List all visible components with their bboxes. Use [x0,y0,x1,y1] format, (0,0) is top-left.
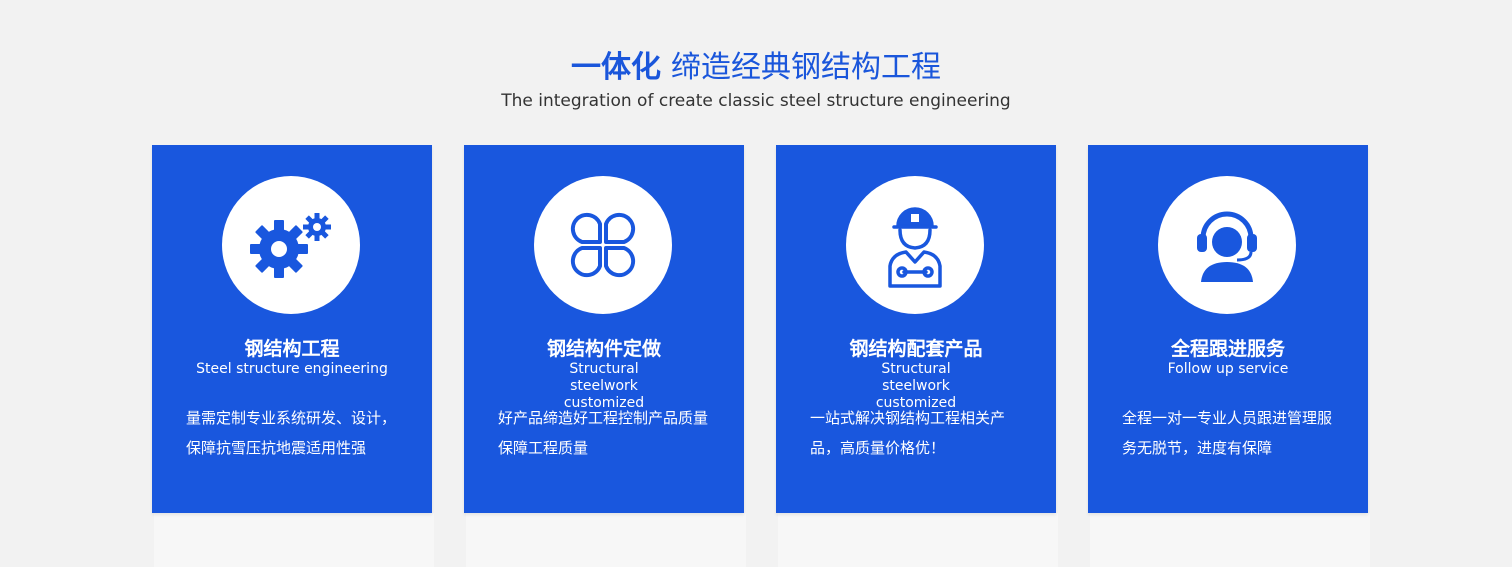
headset-person-icon [1197,211,1257,282]
card-footer-shadow [154,513,434,567]
card-body[interactable]: 钢结构工程 Steel structure engineering 量需定制专业… [152,145,432,513]
card-footer-shadow [1090,513,1370,567]
card-description: 量需定制专业系统研发、设计，保障抗雪压抗地震适用性强 [186,409,397,457]
card-title: 钢结构工程 [244,338,340,360]
section-title-strong: 一体化 [571,50,661,85]
card-subtitle: Structural steelwork customized [875,361,957,411]
card-subtitle: Structural steelwork customized [563,361,645,411]
icon-circle [846,176,984,314]
section-title: 一体化缔造经典钢结构工程 [0,48,1512,88]
gears-icon [250,213,331,278]
section-title-rest: 缔造经典钢结构工程 [671,50,941,85]
card-title: 全程跟进服务 [1170,338,1285,360]
service-card-steel-engineering[interactable]: 钢结构工程 Steel structure engineering 量需定制专业… [152,145,434,567]
card-body[interactable]: 钢结构配套产品 Structural steelwork customized … [776,145,1056,513]
service-card-follow-up[interactable]: 全程跟进服务 Follow up service 全程一对一专业人员跟进管理服务… [1088,145,1370,567]
section-subtitle: The integration of create classic steel … [501,91,1011,111]
card-body[interactable]: 全程跟进服务 Follow up service 全程一对一专业人员跟进管理服务… [1088,145,1368,513]
service-card-supporting-products[interactable]: 钢结构配套产品 Structural steelwork customized … [776,145,1058,567]
icon-circle [222,176,360,314]
icon-circle [1158,176,1296,314]
card-subtitle: Steel structure engineering [196,361,388,377]
service-card-steelwork-custom[interactable]: 钢结构件定做 Structural steelwork customized 好… [464,145,746,567]
icon-circle [534,176,672,314]
card-description: 全程一对一专业人员跟进管理服务无脱节，进度有保障 [1122,409,1333,457]
card-footer-shadow [778,513,1058,567]
card-description: 好产品缔造好工程控制产品质量保障工程质量 [498,409,709,457]
card-subtitle: Follow up service [1167,361,1289,377]
card-footer-shadow [466,513,746,567]
four-petal-icon [570,212,636,278]
engineer-icon [888,207,942,288]
section-heading: 一体化缔造经典钢结构工程 The integration of create c… [0,48,1512,112]
card-title: 钢结构件定做 [546,338,661,360]
card-body[interactable]: 钢结构件定做 Structural steelwork customized 好… [464,145,744,513]
card-title: 钢结构配套产品 [849,338,983,360]
card-description: 一站式解决钢结构工程相关产品，高质量价格优！ [810,409,1006,457]
